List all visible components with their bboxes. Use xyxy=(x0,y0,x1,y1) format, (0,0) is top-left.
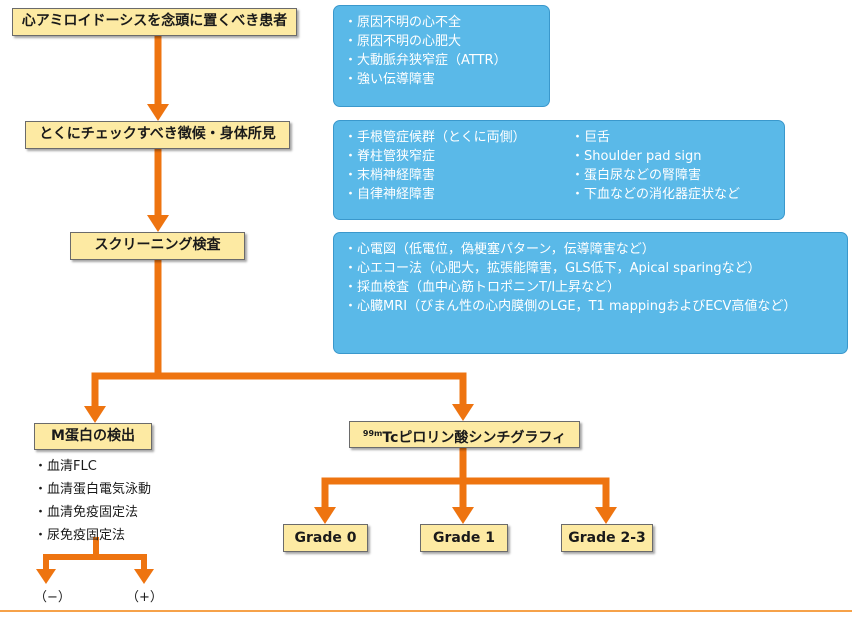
sign-item: ・巨舌 xyxy=(571,130,611,145)
bottom-rule xyxy=(0,610,852,612)
patient-item: ・大動脈弁狭窄症（ATTR） xyxy=(344,53,507,68)
sign-item: ・Shoulder pad sign xyxy=(571,149,702,164)
scintigraphy-label: Tcピロリン酸シンチグラフィ xyxy=(382,430,567,446)
sign-item: ・脊柱管狭窄症 xyxy=(344,149,436,164)
m-protein-tests: ・血清FLC ・血清蛋白電気泳動 ・血清免疫固定法 ・尿免疫固定法 xyxy=(34,455,151,547)
sign-item: ・自律神経障害 xyxy=(344,187,436,202)
arrow-head xyxy=(595,507,617,524)
m-protein-test-item: ・血清免疫固定法 xyxy=(34,505,139,520)
sign-item: ・蛋白尿などの腎障害 xyxy=(571,168,702,183)
m-protein-box: M蛋白の検出 xyxy=(34,423,152,450)
info-box-signs: ・手根管症候群（とくに両側） ・脊柱管狭窄症 ・末梢神経障害 ・自律神経障害 ・… xyxy=(333,120,785,220)
sign-item: ・下血などの消化器症状など xyxy=(571,187,741,202)
sign-item: ・末梢神経障害 xyxy=(344,168,436,183)
arrow-head xyxy=(452,507,474,524)
info-box-screening: ・心電図（低電位，偽梗塞パターン，伝導障害など） ・心エコー法（心肥大，拡張能障… xyxy=(333,232,848,354)
m-protein-test-item: ・血清FLC xyxy=(34,459,97,474)
outcome-positive: （+） xyxy=(126,590,163,605)
scintigraphy-box: 99mTcピロリン酸シンチグラフィ xyxy=(349,421,580,448)
sign-item: ・手根管症候群（とくに両側） xyxy=(344,130,526,145)
step-check-signs: とくにチェックすべき徴候・身体所見 xyxy=(25,121,290,149)
step-target-patients: 心アミロイドーシスを念頭に置くべき患者 xyxy=(12,8,297,36)
arrow-head xyxy=(452,404,474,421)
arrow-head xyxy=(134,569,154,584)
grade-0-box: Grade 0 xyxy=(283,524,368,552)
arrow-head xyxy=(147,215,169,232)
screening-item: ・採血検査（血中心筋トロポニンT/I上昇など） xyxy=(344,280,621,295)
arrow-head xyxy=(36,569,56,584)
patient-item: ・強い伝導障害 xyxy=(344,72,436,87)
arrow-head xyxy=(147,104,169,121)
screening-item: ・心臓MRI（びまん性の心内膜側のLGE，T1 mappingおよびECV高値な… xyxy=(344,299,797,314)
info-box-patients: ・原因不明の心不全 ・原因不明の心肥大 ・大動脈弁狭窄症（ATTR） ・強い伝導… xyxy=(333,5,550,107)
arrow-head xyxy=(84,406,106,423)
m-protein-test-item: ・血清蛋白電気泳動 xyxy=(34,482,152,497)
patient-item: ・原因不明の心肥大 xyxy=(344,34,462,49)
arrow-head xyxy=(314,507,336,524)
patient-item: ・原因不明の心不全 xyxy=(344,15,462,30)
isotope-mass-number: 99m xyxy=(362,429,383,438)
outcome-negative: （−） xyxy=(34,590,71,605)
grade-2-3-box: Grade 2-3 xyxy=(561,524,653,552)
screening-item: ・心電図（低電位，偽梗塞パターン，伝導障害など） xyxy=(344,242,655,257)
screening-item: ・心エコー法（心肥大，拡張能障害，GLS低下，Apical sparingなど） xyxy=(344,261,761,276)
grade-1-box: Grade 1 xyxy=(420,524,508,552)
m-protein-test-item: ・尿免疫固定法 xyxy=(34,528,126,543)
step-screening: スクリーニング検査 xyxy=(70,232,245,260)
